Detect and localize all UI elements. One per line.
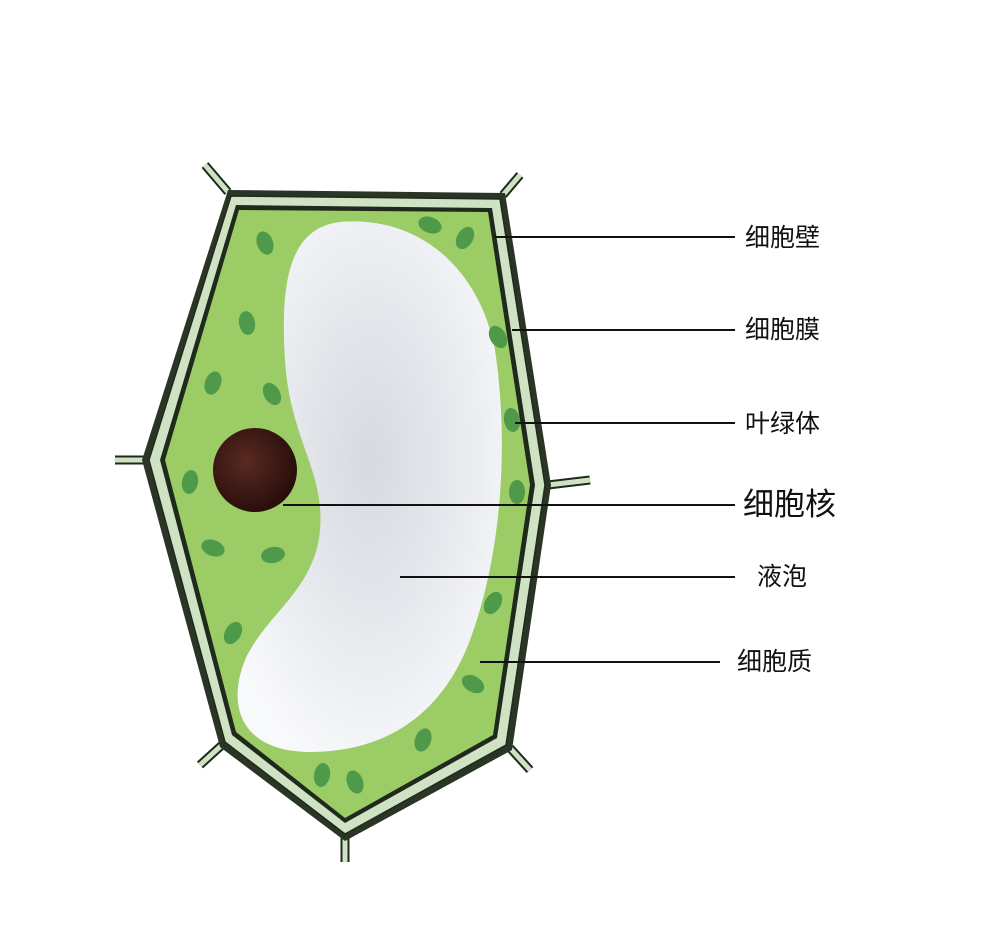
chloroplast: [483, 591, 503, 615]
chloroplast: [181, 470, 199, 494]
chloroplast: [256, 231, 274, 255]
label-vacuole: 液泡: [757, 562, 808, 591]
chloroplast: [418, 216, 442, 234]
nucleus: [213, 428, 297, 512]
chloroplast: [204, 371, 222, 395]
chloroplast: [201, 539, 225, 557]
label-chloroplast: 叶绿体: [745, 409, 821, 438]
chloroplast: [455, 226, 475, 250]
chloroplast: [414, 728, 432, 752]
chloroplast: [461, 674, 485, 694]
chloroplast: [509, 480, 525, 504]
label-cytoplasm: 细胞质: [737, 647, 813, 676]
leader-lines: [283, 236, 735, 663]
chloroplast: [261, 546, 285, 564]
chloroplast: [313, 763, 331, 787]
chloroplast: [488, 325, 508, 349]
label-cell-wall: 细胞壁: [745, 223, 821, 252]
label-nucleus: 细胞核: [743, 487, 836, 523]
chloroplasts: [181, 216, 525, 794]
label-cell-membrane: 细胞膜: [745, 315, 821, 344]
chloroplast: [223, 621, 243, 645]
chloroplast: [262, 382, 282, 406]
chloroplast: [238, 311, 256, 335]
chloroplast: [346, 770, 364, 794]
vacuole: [237, 221, 502, 753]
chloroplast: [503, 408, 521, 432]
